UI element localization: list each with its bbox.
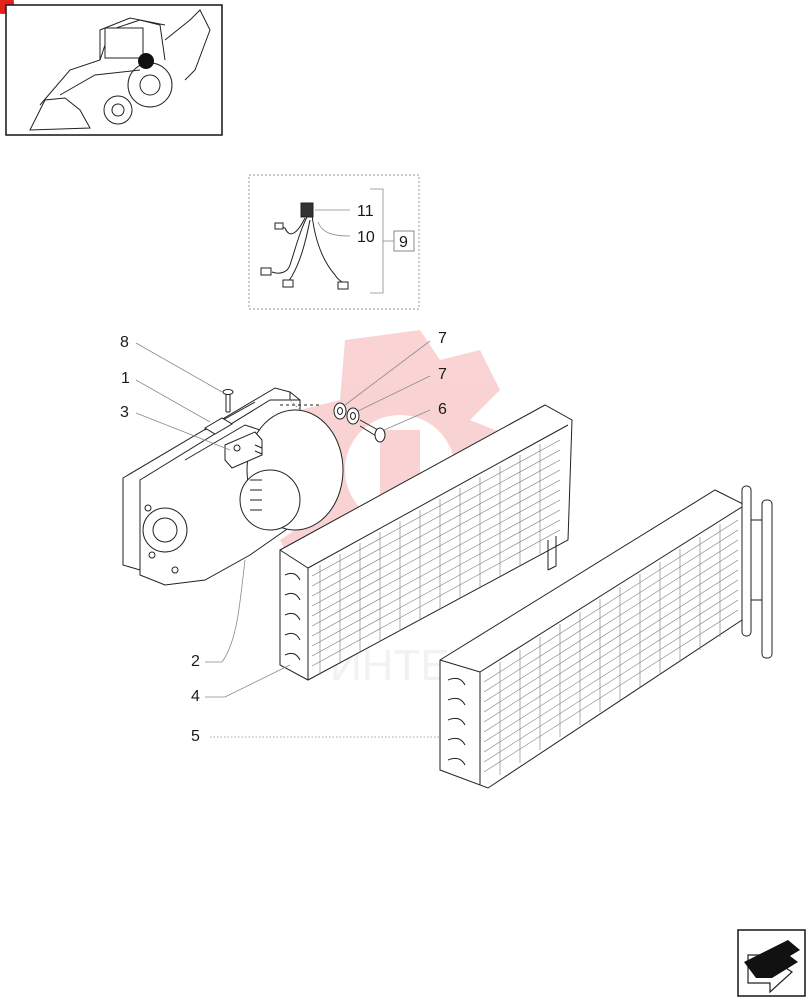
group-label-box [393,230,415,252]
machine-overview-thumbnail[interactable] [5,4,223,136]
callout-2: 2 [191,653,200,670]
callout-8: 8 [120,334,129,351]
evaporator-pipes [741,485,773,659]
callout-10: 10 [357,229,375,246]
callout-7-lower: 7 [438,366,447,383]
callout-5: 5 [191,728,200,745]
inset-detail: 11 10 9 [248,174,420,310]
callout-1: 1 [121,370,130,387]
location-marker [138,53,154,69]
evaporator-core-item-5 [439,485,773,789]
callout-leaders [135,340,440,738]
group-label-9: 9 [399,234,408,251]
callout-3: 3 [120,404,129,421]
blower-housing-assembly [122,387,386,586]
callout-7-upper: 7 [438,330,447,347]
bolt-item-6 [359,419,386,443]
callout-4: 4 [191,688,200,705]
next-page-arrow-icon[interactable] [737,929,806,997]
heater-core-item-4 [279,404,573,681]
callout-6: 6 [438,401,447,418]
screw-item-8 [222,389,234,413]
wiring-harness-illustration [260,202,349,290]
callout-11: 11 [357,203,374,220]
washers-item-7 [333,402,360,425]
